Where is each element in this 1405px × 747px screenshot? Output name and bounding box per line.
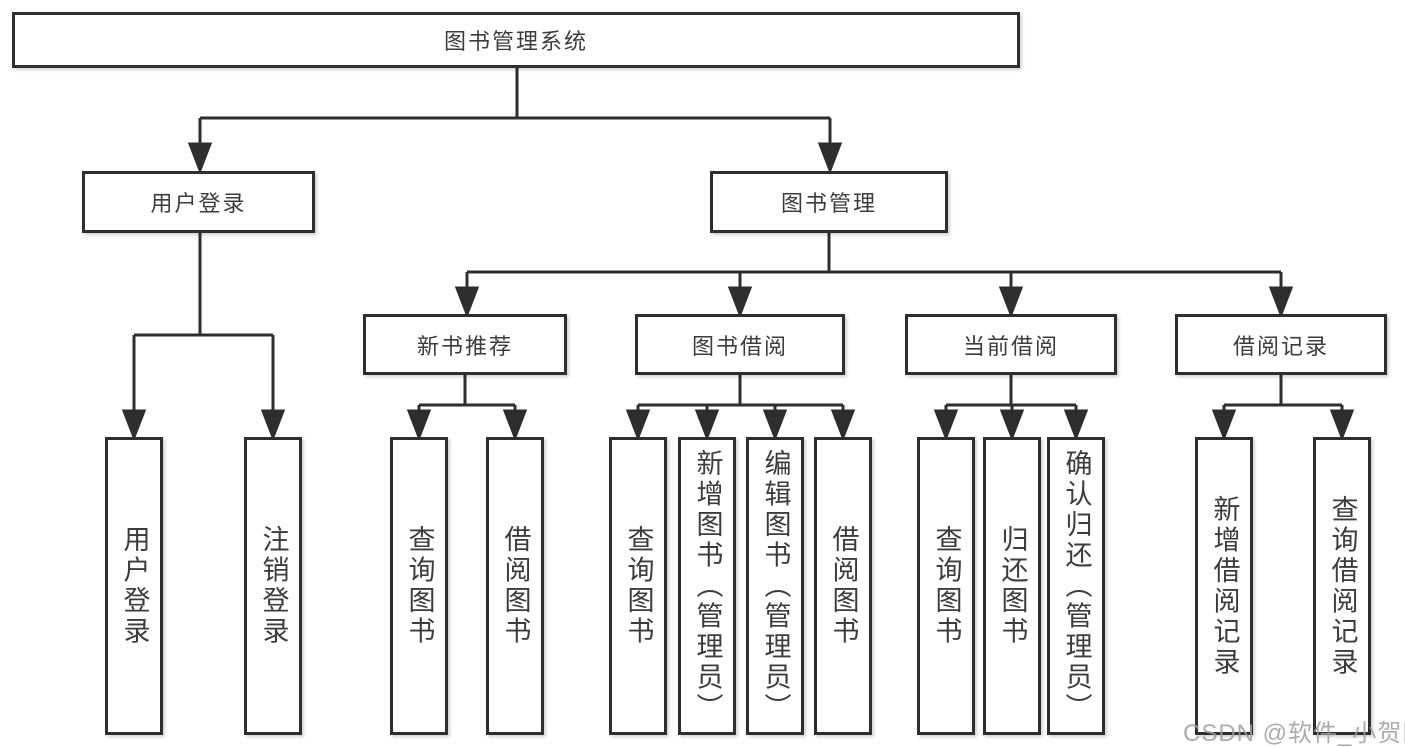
arrowhead-icon (121, 409, 147, 442)
connector-borrow-records-children (1211, 375, 1355, 442)
node-leaf-query-books-borrowing: 查询图书 (609, 437, 667, 735)
arrowhead-icon (1268, 286, 1294, 319)
node-leaf-user-login: 用户登录 (105, 437, 163, 735)
node-leaf-query-books-newbook: 查询图书 (390, 437, 448, 735)
node-root-library-system: 图书管理系统 (12, 12, 1020, 68)
node-leaf-logout: 注销登录 (244, 437, 302, 735)
arrowhead-icon (625, 409, 651, 442)
node-leaf-borrow-books: 借阅图书 (814, 437, 872, 735)
arrowhead-icon (762, 409, 788, 442)
arrowhead-icon (830, 409, 856, 442)
connector-new-book-children (406, 375, 528, 442)
connector-user-login-children (121, 233, 286, 442)
node-borrowing-records: 借阅记录 (1175, 314, 1387, 375)
node-leaf-confirm-return-admin: 确认归还（管理员） (1047, 437, 1105, 735)
node-leaf-add-borrow-record: 新增借阅记录 (1195, 437, 1253, 735)
connector-root-to-level2 (187, 68, 843, 175)
node-user-login: 用户登录 (82, 171, 315, 233)
arrowhead-icon (998, 286, 1024, 319)
arrowhead-icon (260, 409, 286, 442)
node-leaf-query-borrow-record: 查询借阅记录 (1313, 437, 1371, 735)
arrowhead-icon (933, 409, 959, 442)
arrowhead-icon (694, 409, 720, 442)
node-leaf-query-books-current: 查询图书 (917, 437, 975, 735)
node-leaf-return-books: 归还图书 (983, 437, 1041, 735)
connector-book-mgmt-children (454, 233, 1294, 319)
node-book-management: 图书管理 (710, 171, 948, 233)
arrowhead-icon (1211, 409, 1237, 442)
connector-book-borrow-children (625, 375, 856, 442)
node-book-borrowing: 图书借阅 (635, 314, 845, 375)
csdn-watermark: CSDN @软件_小贺同学 (1183, 720, 1405, 747)
arrowhead-icon (1063, 409, 1089, 442)
arrowhead-icon (999, 409, 1025, 442)
arrowhead-icon (187, 142, 213, 175)
connector-current-borrow-children (933, 375, 1089, 442)
node-new-book-recommend: 新书推荐 (363, 314, 567, 375)
arrowhead-icon (727, 286, 753, 319)
node-leaf-edit-books-admin: 编辑图书（管理员） (746, 437, 804, 735)
node-leaf-add-books-admin: 新增图书（管理员） (678, 437, 736, 735)
arrowhead-icon (406, 409, 432, 442)
arrowhead-icon (454, 286, 480, 319)
node-current-borrowing: 当前借阅 (905, 314, 1117, 375)
node-leaf-borrow-books-newbook: 借阅图书 (486, 437, 544, 735)
arrowhead-icon (817, 142, 843, 175)
arrowhead-icon (502, 409, 528, 442)
arrowhead-icon (1329, 409, 1355, 442)
